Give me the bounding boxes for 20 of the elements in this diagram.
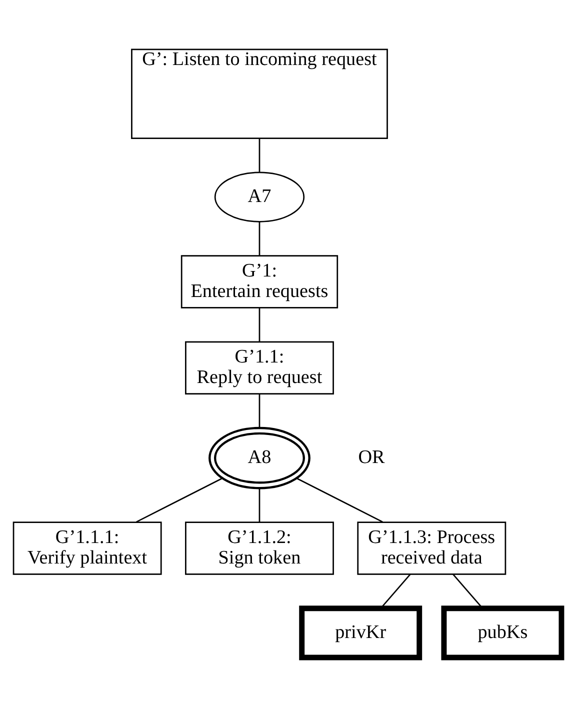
node-box: G’1: Entertain requests (180, 254, 338, 308)
connector (380, 573, 411, 608)
connector (452, 573, 483, 608)
node-box: G’1.1.3: Process received data (357, 521, 506, 574)
node-box: G’1.1: Reply to request (185, 340, 334, 394)
node-box: G’1.1.2: Sign token (185, 521, 334, 574)
connector (296, 477, 383, 522)
node-box: G’: Listen to incoming request (131, 48, 388, 138)
node-box: pubKs (441, 605, 564, 660)
connector (258, 308, 260, 341)
connector (258, 488, 260, 522)
node-box: G’1.1.1: Verify plaintext (12, 521, 162, 574)
connector (136, 477, 222, 522)
node-ellipse: A8 (208, 426, 310, 489)
node-ellipse: A7 (214, 171, 305, 222)
label: OR (358, 446, 385, 468)
connector (258, 138, 260, 172)
connector (258, 394, 260, 428)
connector (258, 221, 260, 256)
node-box: privKr (299, 605, 422, 660)
